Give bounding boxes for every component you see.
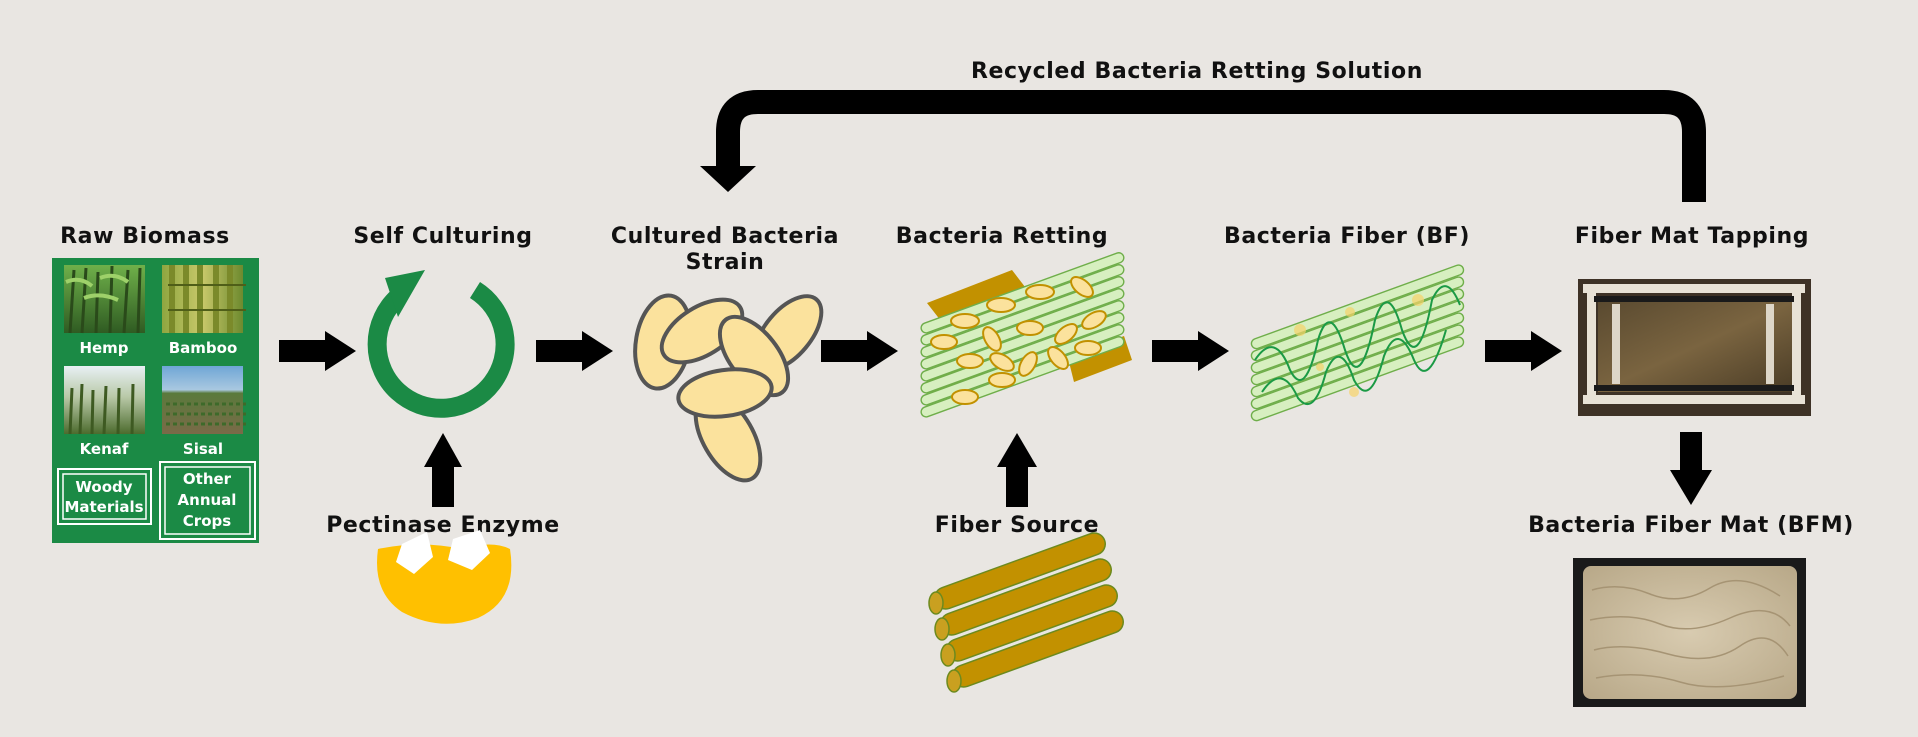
fiber-source-up-arrow (997, 433, 1037, 507)
flow-arrow-1 (279, 331, 356, 371)
other-label-line2: Annual (178, 491, 237, 509)
woody-materials-box: Woody Materials (57, 468, 152, 525)
woody-label-line1: Woody (75, 478, 132, 496)
cultured-bacteria-label-line2: Strain (686, 250, 765, 275)
fiber-mat-tray-photo (1578, 279, 1811, 416)
recycle-loop-arrow (700, 90, 1706, 202)
bacteria-cluster (633, 293, 824, 483)
enzyme-up-arrow (424, 433, 462, 507)
flow-arrow-2 (536, 331, 613, 371)
woody-label-line2: Materials (64, 498, 143, 516)
raw-biomass-label: Raw Biomass (60, 224, 230, 249)
fiber-mat-tapping-label: Fiber Mat Tapping (1575, 224, 1809, 249)
hemp-image (64, 265, 145, 334)
flow-arrow-3 (821, 331, 898, 371)
sisal-label: Sisal (183, 440, 223, 458)
fiber-source-logs (928, 532, 1124, 693)
other-annual-crops-box: Other Annual Crops (159, 461, 256, 540)
bacteria-fiber-bundle (1250, 264, 1465, 422)
fiber-source-label: Fiber Source (935, 513, 1099, 538)
flow-arrow-4 (1152, 331, 1229, 371)
sisal-image (162, 366, 246, 434)
bacteria-fiber-mat-label: Bacteria Fiber Mat (BFM) (1528, 513, 1854, 538)
hemp-label: Hemp (79, 339, 128, 357)
kenaf-image (64, 366, 145, 435)
bacteria-fiber-label: Bacteria Fiber (BF) (1224, 224, 1470, 249)
bamboo-image (162, 265, 246, 333)
flow-arrow-5 (1485, 331, 1562, 371)
cycle-icon (367, 270, 515, 418)
other-label-line1: Other (183, 470, 232, 488)
cultured-bacteria-label-line1: Cultured Bacteria (611, 224, 839, 249)
bamboo-label: Bamboo (169, 339, 238, 357)
bacteria-retting-label: Bacteria Retting (896, 224, 1108, 249)
kenaf-label: Kenaf (80, 440, 129, 458)
self-culturing-label: Self Culturing (353, 224, 532, 249)
recycled-solution-label: Recycled Bacteria Retting Solution (971, 59, 1423, 84)
retting-fiber-bundle (920, 252, 1132, 418)
other-label-line3: Crops (183, 512, 231, 530)
mat-down-arrow (1670, 432, 1712, 505)
bacteria-fiber-mat-photo (1573, 558, 1806, 707)
raw-biomass-panel: Hemp Bamboo Kenaf Sisal Woody Materials … (52, 258, 259, 543)
enzyme-icon (377, 530, 512, 624)
pectinase-enzyme-label: Pectinase Enzyme (326, 513, 560, 538)
